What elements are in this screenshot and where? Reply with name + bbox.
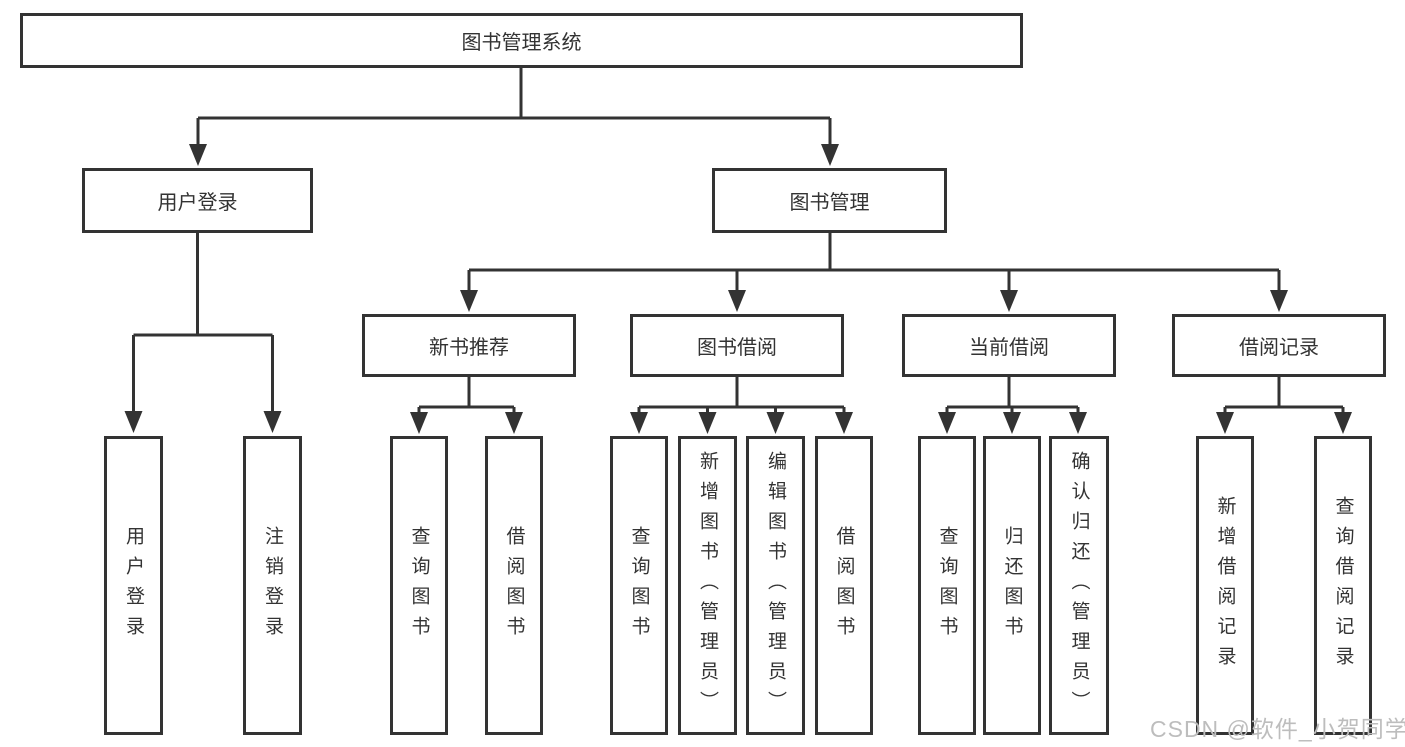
node-current-borrow: 当前借阅: [902, 314, 1116, 377]
leaf-query-book-borrow: 查询图书: [610, 436, 668, 735]
node-label: 图书管理: [789, 192, 870, 214]
csdn-watermark: CSDN @软件_小贺同学: [1150, 716, 1405, 742]
leaf-borrow-book-recommend: 借阅图书: [485, 436, 543, 735]
leaf-label: 用户登录: [123, 525, 144, 646]
leaf-return-book: 归还图书: [983, 436, 1041, 735]
leaf-confirm-return-admin: 确认归还（管理员）: [1049, 436, 1109, 735]
leaf-label: 注销登录: [262, 525, 283, 646]
node-borrow-records: 借阅记录: [1172, 314, 1386, 377]
leaf-label: 新增借阅记录: [1214, 495, 1236, 676]
node-label: 用户登录: [157, 192, 238, 214]
node-label: 借阅记录: [1239, 337, 1319, 359]
leaf-add-book-admin: 新增图书（管理员）: [678, 436, 737, 735]
leaf-label: 编辑图书（管理员）: [765, 450, 786, 721]
node-label: 当前借阅: [969, 337, 1049, 359]
node-label: 图书管理系统: [461, 32, 582, 54]
leaf-label: 查询借阅记录: [1332, 495, 1354, 676]
node-user-login: 用户登录: [82, 168, 313, 233]
leaf-label: 查询图书: [936, 525, 958, 646]
leaf-label: 查询图书: [628, 525, 650, 646]
leaf-label: 借阅图书: [833, 525, 855, 646]
leaf-user-login: 用户登录: [104, 436, 163, 735]
node-new-book-recommend: 新书推荐: [362, 314, 576, 377]
leaf-label: 借阅图书: [503, 525, 525, 646]
leaf-label: 确认归还（管理员）: [1068, 450, 1090, 721]
leaf-label: 查询图书: [408, 525, 430, 646]
leaf-edit-book-admin: 编辑图书（管理员）: [746, 436, 805, 735]
leaf-query-book-current: 查询图书: [918, 436, 976, 735]
node-library-management-system: 图书管理系统: [20, 13, 1023, 68]
node-book-management: 图书管理: [712, 168, 947, 233]
leaf-label: 新增图书（管理员）: [697, 450, 718, 721]
node-label: 图书借阅: [697, 337, 777, 359]
node-book-borrow: 图书借阅: [630, 314, 844, 377]
leaf-query-borrow-record: 查询借阅记录: [1314, 436, 1372, 735]
node-label: 新书推荐: [429, 337, 509, 359]
leaf-query-book-recommend: 查询图书: [390, 436, 448, 735]
leaf-add-borrow-record: 新增借阅记录: [1196, 436, 1254, 735]
leaf-label: 归还图书: [1001, 525, 1023, 646]
leaf-logout: 注销登录: [243, 436, 302, 735]
leaf-borrow-book: 借阅图书: [815, 436, 873, 735]
